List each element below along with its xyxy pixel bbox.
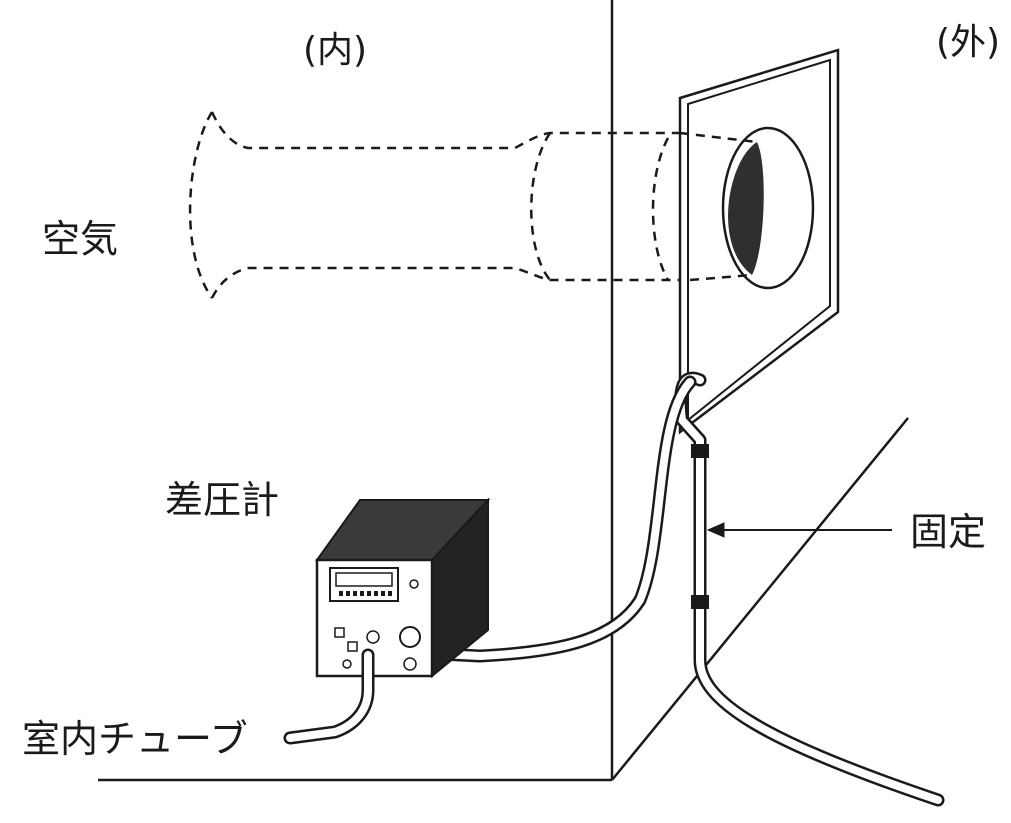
meter-knob-3 [403,657,417,671]
vent-hole-shadow [728,142,764,275]
outdoor-vent-plate [678,48,840,435]
meter-port-1 [334,627,345,638]
plate-inner [687,58,831,423]
duct-to-hole-bottom [689,273,753,282]
tube-clip-upper [691,444,709,458]
meter-knob-2 [342,659,352,669]
duct-collar-ring [530,132,552,281]
indoor-tube [283,648,375,745]
meter-display-screen [335,572,393,587]
fixed-pointer-arrow [706,522,892,538]
meter-port-2 [347,641,358,652]
meter-knob-large [399,626,421,648]
label-fixed: 固定 [910,510,986,554]
duct-top-flare [210,111,680,150]
differential-pressure-meter [315,497,491,679]
indoor-tube-inner [286,651,372,742]
label-manometer: 差圧計 [165,478,279,522]
duct-wall-ring [651,137,670,281]
meter-display-digits [339,591,392,596]
meter-outdoor-tube-inner [358,378,694,660]
label-air: 空気 [42,217,118,261]
room-walls [98,0,909,782]
air-flow-duct [188,111,690,299]
meter-display-outer [329,567,399,602]
fixed-arrow-head [706,522,725,538]
duct-to-hole-top [679,131,758,144]
vent-hole [721,126,815,290]
outdoor-tube-inner [676,374,942,804]
label-inside: (内) [303,30,367,71]
outdoor-tube [674,371,945,807]
floor-wall-diagonal [611,417,909,781]
label-outside: (外) [936,22,1000,63]
outdoor-tube-outer [674,371,945,807]
meter-knob-1 [366,630,380,644]
label-indoor-tube: 室内チューブ [22,717,248,761]
duct-bottom-flare [210,266,690,299]
tube-clip-lower [691,595,709,609]
meter-outdoor-tube [355,375,697,663]
meter-small-knob-top [409,579,419,589]
duct-bellmouth [188,111,214,299]
